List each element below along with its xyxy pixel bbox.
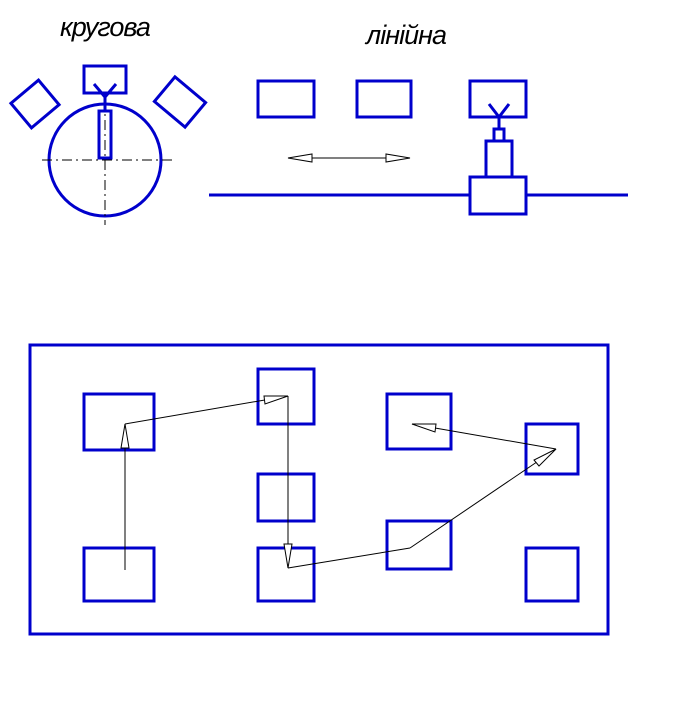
machine-9 [524, 546, 580, 603]
linear-station-3 [468, 79, 528, 119]
flow-segment-5 [409, 448, 557, 549]
circular-station-top [82, 64, 128, 95]
linear-station-1 [256, 79, 316, 119]
linear-robot-wrist [492, 127, 506, 143]
linear-robot-column [484, 139, 514, 179]
linear-layout [209, 79, 628, 216]
machine-3 [385, 392, 453, 451]
flow-arrowhead-1 [120, 423, 130, 449]
machine-7 [82, 546, 156, 603]
machine-2 [256, 367, 316, 426]
circular-layout-label: кругова [60, 12, 151, 42]
circular-gripper [92, 83, 118, 111]
cell-layout [28, 343, 610, 636]
linear-carriage [468, 175, 528, 216]
machine-6 [385, 519, 453, 571]
circular-station-left [8, 78, 62, 130]
flow-arrowhead-2 [263, 395, 289, 405]
flow-segment-4 [287, 547, 411, 569]
machine-4 [524, 422, 580, 476]
flow-segment-6 [411, 423, 557, 450]
circular-station-right [152, 74, 208, 130]
linear-station-2 [355, 79, 413, 119]
linear-gripper [487, 103, 511, 129]
flow-segment-2 [124, 395, 289, 425]
machine-5 [256, 472, 316, 523]
linear-travel-arrowhead-right [385, 153, 411, 163]
flow-arrowhead-3 [283, 543, 293, 569]
linear-travel-arrowhead-left [287, 153, 313, 163]
machine-1 [82, 392, 156, 452]
flow-arrowhead-5 [533, 448, 557, 467]
flow-arrowhead-6 [411, 423, 437, 433]
circular-layout [8, 64, 208, 225]
linear-layout-label: лінійна [366, 20, 447, 50]
cell-boundary [28, 343, 610, 636]
